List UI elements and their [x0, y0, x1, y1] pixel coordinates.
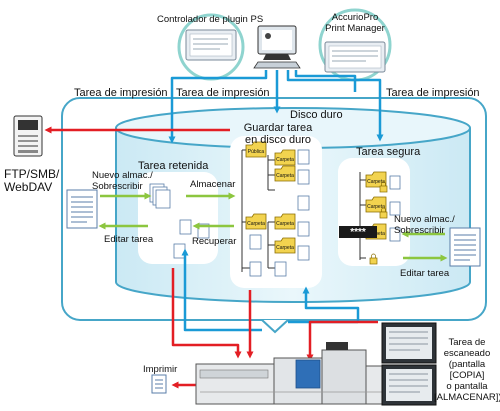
secure-folder-icon: Carpeta — [365, 171, 387, 188]
svg-text:Pública: Pública — [248, 149, 265, 155]
print-manager-pc-icon — [318, 8, 392, 82]
new-store-right-line2: Sobrescribir — [394, 225, 445, 236]
personal-folder-icon: Carpeta — [274, 149, 296, 166]
print-manager-label-line2: Print Manager — [325, 23, 385, 34]
green-arrows — [98, 192, 448, 262]
print-manager-label-line1: AccurioPro — [331, 12, 379, 23]
document-icon — [449, 227, 481, 267]
hard-disk-label: Disco duro — [290, 109, 343, 121]
scan-label-line1: Tarea de — [448, 337, 486, 348]
svg-text:Carpeta: Carpeta — [276, 221, 294, 227]
printer-icon — [195, 342, 395, 405]
save-to-disk-line2: en disco duro — [244, 134, 312, 146]
password-box: **** — [339, 226, 377, 238]
plugin-pc-icon — [177, 13, 245, 81]
held-job-label: Tarea retenida — [138, 160, 209, 172]
scan-label-line6: [ALMACENAR]) — [434, 392, 500, 403]
personal-folder-icon: Carpeta — [274, 165, 296, 182]
public-folder-icon: Pública — [245, 141, 267, 158]
svg-text:Carpeta: Carpeta — [367, 204, 385, 210]
control-panel-screens — [381, 322, 437, 406]
blue-arrows — [168, 70, 384, 332]
new-store-left-line2: Sobrescribir — [92, 181, 143, 192]
print-job-label-right: Tarea de impresión — [386, 87, 480, 99]
printed-document-icon — [151, 374, 167, 394]
new-store-right-line1: Nuevo almac./ — [394, 214, 455, 225]
new-store-overwrite-left-label: Nuevo almac./ Sobrescribir — [92, 170, 153, 192]
new-store-left-line1: Nuevo almac./ — [92, 170, 153, 181]
personal-folder-icon: Carpeta — [274, 237, 296, 254]
scan-label-line3: (pantalla — [448, 359, 486, 370]
ftp-label-line2: WebDAV — [4, 180, 53, 194]
lock-icon — [369, 181, 388, 265]
personal-folder-icon: Carpeta — [245, 213, 267, 230]
svg-text:Carpeta: Carpeta — [276, 157, 294, 163]
print-job-label-mid: Tarea de impresión — [176, 87, 270, 99]
save-to-disk-line1: Guardar tarea — [243, 122, 313, 134]
store-label: Almacenar — [190, 179, 236, 190]
svg-text:Carpeta: Carpeta — [276, 245, 294, 251]
recall-label: Recuperar — [192, 236, 237, 247]
red-arrows — [44, 126, 378, 389]
ftp-server-label: FTP/SMB/ WebDAV — [4, 168, 59, 194]
edit-job-left-label: Editar tarea — [104, 234, 154, 245]
scan-job-label: Tarea de escaneado (pantalla [COPIA] o p… — [434, 337, 500, 403]
secure-job-label: Tarea segura — [356, 146, 421, 158]
print-job-label-left: Tarea de impresión — [74, 87, 168, 99]
scan-label-line5: o pantalla — [446, 381, 488, 392]
client-monitor-icon — [253, 25, 301, 69]
server-icon — [13, 115, 43, 157]
personal-folder-icon: Carpeta — [274, 213, 296, 230]
print-manager-label: AccurioPro Print Manager — [318, 12, 392, 34]
svg-text:Carpeta: Carpeta — [276, 173, 294, 179]
scan-label-line4: [COPIA] — [449, 370, 485, 381]
svg-text:****: **** — [350, 227, 366, 238]
scan-label-line2: escaneado — [443, 348, 491, 359]
svg-text:Carpeta: Carpeta — [367, 179, 385, 185]
held-job-documents — [149, 183, 210, 259]
save-to-disk-label: Guardar tarea en disco duro — [242, 122, 314, 146]
secure-folder-icon: Carpeta — [365, 196, 387, 213]
plugin-controller-label: Controlador de plugin PS — [157, 14, 264, 25]
new-store-overwrite-right-label: Nuevo almac./ Sobrescribir — [394, 214, 455, 236]
svg-text:Carpeta: Carpeta — [247, 221, 265, 227]
ftp-label-line1: FTP/SMB/ — [4, 167, 60, 181]
print-label: Imprimir — [143, 364, 178, 375]
edit-job-right-label: Editar tarea — [400, 268, 450, 279]
document-icon — [66, 189, 98, 229]
